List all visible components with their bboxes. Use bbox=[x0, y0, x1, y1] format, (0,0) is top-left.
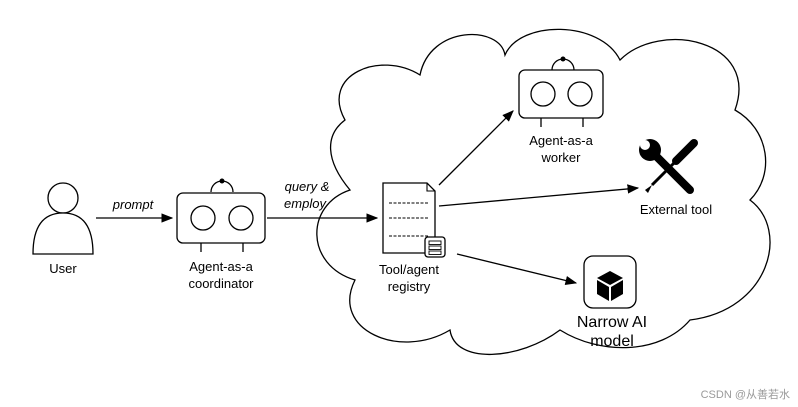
tools-icon bbox=[639, 139, 698, 194]
document-icon bbox=[382, 182, 436, 254]
narrow-ai-label-line2: model bbox=[590, 333, 634, 350]
query-employ-label-line2: employ bbox=[284, 196, 327, 211]
watermark: CSDN @从善若水 bbox=[701, 387, 790, 401]
prompt-label: prompt bbox=[112, 197, 155, 212]
coordinator-label-line1: Agent-as-a bbox=[189, 259, 253, 274]
robot-icon bbox=[518, 56, 604, 127]
registry-label-line1: Tool/agent bbox=[379, 262, 439, 277]
user-icon bbox=[32, 182, 94, 255]
narrow-ai-label-line1: Narrow AI bbox=[577, 314, 647, 331]
worker-label-line1: Agent-as-a bbox=[529, 133, 593, 148]
cloud-shape bbox=[316, 28, 771, 356]
registry-to-narrow-ai-arrow bbox=[456, 253, 578, 286]
registry-label-line2: registry bbox=[388, 279, 431, 294]
query-employ-label-line1: query & bbox=[285, 179, 330, 194]
robot-icon bbox=[176, 178, 266, 252]
worker-label-line2: worker bbox=[540, 150, 581, 165]
database-icon bbox=[424, 236, 446, 258]
registry-to-tool-arrow bbox=[438, 184, 640, 207]
user-label: User bbox=[49, 261, 77, 276]
coordinator-label-line2: coordinator bbox=[188, 276, 254, 291]
external-tool-label: External tool bbox=[640, 202, 712, 217]
registry-to-worker-arrow bbox=[438, 110, 514, 186]
cube-icon bbox=[583, 255, 637, 309]
